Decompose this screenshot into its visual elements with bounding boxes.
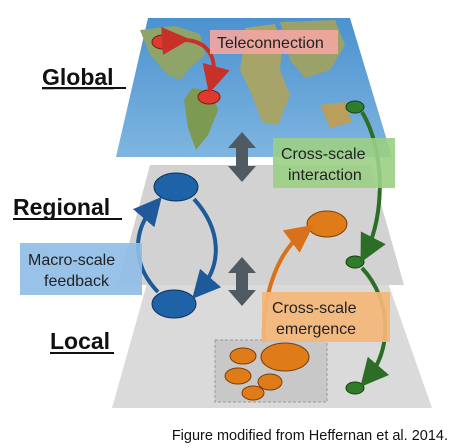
local-patch-box	[214, 339, 328, 403]
cross-scale-arrow-upper	[228, 132, 256, 182]
figure-caption: Figure modified from Heffernan et al. 20…	[171, 428, 448, 444]
local-patch-3	[257, 373, 283, 391]
svg-text:Cross-scale: Cross-scale	[281, 146, 366, 163]
teleconnection-callout: Teleconnection	[210, 30, 338, 54]
teleconnection-label: Teleconnection	[217, 35, 324, 52]
svg-text:feedback: feedback	[44, 273, 110, 290]
feedback-label-line2: feedback	[44, 273, 110, 290]
interaction-label-line1: Cross-scale	[281, 146, 366, 163]
svg-text:interaction: interaction	[288, 167, 362, 184]
macro-scale-feedback-callout: Macro-scale feedback	[20, 243, 142, 295]
feedback-node-local	[151, 289, 197, 319]
local-patch-1	[229, 347, 257, 365]
cross-scale-interaction-callout: Cross-scale interaction	[273, 138, 395, 188]
teleconnection-node-north	[151, 34, 175, 50]
australia-shape	[320, 102, 352, 128]
cross-scale-emergence-callout: Cross-scale emergence	[262, 292, 390, 342]
svg-text:Cross-scale: Cross-scale	[272, 300, 357, 317]
teleconnection-node-south	[197, 89, 221, 105]
teleconnection-arrow	[161, 27, 230, 94]
level-label-global: Global	[42, 64, 114, 90]
svg-text:Macro-scale: Macro-scale	[28, 252, 115, 269]
emergence-label-line1: Cross-scale	[272, 300, 357, 317]
emergence-node-regional	[306, 210, 348, 238]
interaction-node-regional	[345, 255, 365, 269]
interaction-node-global	[345, 100, 365, 114]
local-patch-large	[260, 342, 310, 372]
feedback-node-regional	[153, 172, 199, 202]
cross-scale-arrow-lower	[228, 257, 256, 306]
local-patch-4	[241, 385, 265, 401]
emergence-label-line2: emergence	[276, 321, 356, 338]
level-label-regional: Regional	[13, 194, 110, 220]
svg-text:emergence: emergence	[276, 321, 356, 338]
feedback-arrow-down	[192, 197, 222, 300]
interaction-label-line2: interaction	[288, 167, 362, 184]
feedback-label-line1: Macro-scale	[28, 252, 115, 269]
level-label-local: Local	[50, 328, 110, 354]
local-patch-2	[224, 367, 252, 385]
interaction-node-local	[345, 381, 365, 395]
